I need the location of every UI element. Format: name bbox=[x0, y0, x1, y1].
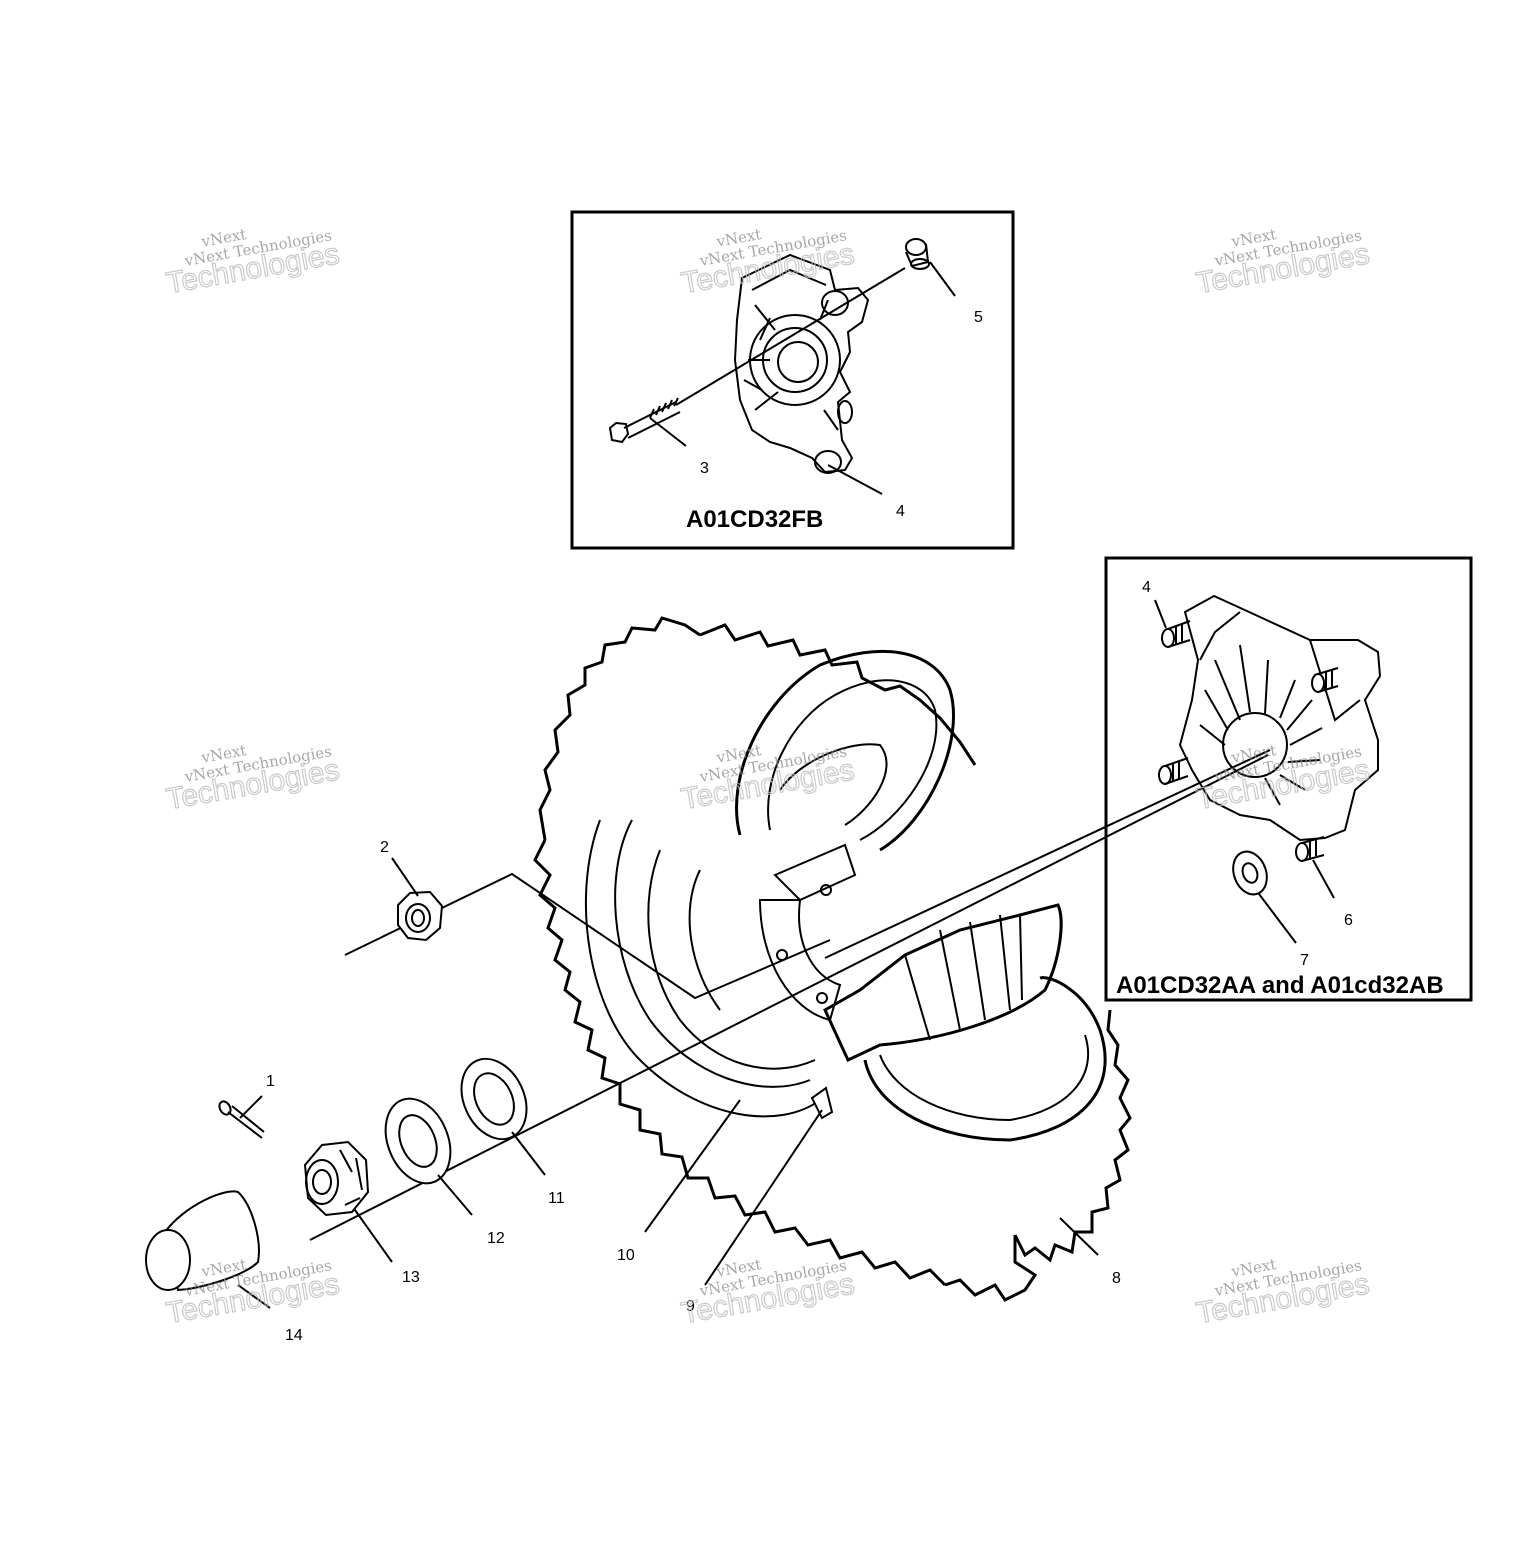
stud bbox=[1295, 836, 1325, 862]
inset-top-axis-line bbox=[675, 267, 906, 406]
rim-back-flange-outer bbox=[863, 976, 1107, 1142]
bolt-3-drawing bbox=[608, 397, 681, 444]
callout-7: 7 bbox=[1300, 952, 1309, 969]
inset-right-label: A01CD32AA and A01cd32AB bbox=[1116, 972, 1444, 999]
wheel-assembly bbox=[309, 616, 1271, 1302]
callout-11: 11 bbox=[548, 1190, 565, 1207]
hub-cap-14-drawing bbox=[145, 1190, 260, 1292]
nut-5-drawing bbox=[905, 238, 930, 270]
watermark: vNext vNext Technologies Technologies bbox=[1193, 225, 1372, 301]
rim-upper-flange-outer bbox=[735, 649, 955, 852]
leader-13 bbox=[354, 1209, 393, 1263]
callout-6: 6 bbox=[1344, 912, 1353, 929]
hub-studs-drawing bbox=[1158, 594, 1382, 862]
leader-4b bbox=[1154, 599, 1167, 629]
leader-2 bbox=[391, 857, 419, 897]
stud bbox=[1158, 757, 1189, 785]
inset-right: 4 6 7 A01CD32AA and A01cd32AB bbox=[1104, 556, 1473, 1002]
callout-5: 5 bbox=[974, 309, 983, 326]
tire-sidewall bbox=[584, 819, 821, 1118]
washer-12-drawing bbox=[384, 1097, 452, 1185]
washer-11-drawing bbox=[460, 1057, 528, 1141]
leader-5 bbox=[929, 261, 956, 297]
inset-top-label: A01CD32FB bbox=[686, 506, 823, 533]
rim-outer-ring bbox=[614, 819, 811, 1088]
rim-dish bbox=[688, 869, 721, 1011]
leader-7 bbox=[1258, 893, 1297, 944]
rim-inner-ring bbox=[647, 849, 816, 1070]
hub-hole bbox=[820, 884, 832, 896]
inset-right-frame bbox=[1104, 556, 1473, 1002]
tire-tread-outline bbox=[533, 616, 1132, 1287]
callout-3: 3 bbox=[700, 460, 709, 477]
watermark: vNext vNext Technologies Technologies bbox=[1193, 1255, 1372, 1331]
lock-nut-7-drawing bbox=[1232, 850, 1268, 896]
leader-12 bbox=[437, 1174, 473, 1216]
valve-stem bbox=[810, 1086, 834, 1120]
inset-top: 3 4 5 A01CD32FB bbox=[570, 210, 1015, 550]
callout-1: 1 bbox=[266, 1073, 275, 1090]
callout-2: 2 bbox=[380, 839, 389, 856]
rim-lower-ribs bbox=[904, 914, 1023, 1041]
cotter-pin-1-drawing bbox=[218, 1100, 265, 1139]
leader-6 bbox=[1312, 859, 1335, 899]
watermark: vNext vNext Technologies Technologies bbox=[678, 741, 857, 817]
callout-4-top: 4 bbox=[896, 503, 905, 520]
main-axle-line bbox=[309, 754, 1269, 1241]
callout-8: 8 bbox=[1112, 1270, 1121, 1287]
tire-tread-bottom bbox=[944, 1235, 1038, 1302]
callout-9: 9 bbox=[686, 1298, 695, 1315]
rim-upper-flange-inner bbox=[767, 679, 938, 841]
watermark: vNext vNext Technologies Technologies bbox=[678, 1255, 857, 1331]
callout-10: 10 bbox=[617, 1247, 635, 1264]
leader-4a bbox=[827, 464, 883, 495]
nut-2-drawing bbox=[397, 890, 444, 942]
watermark: vNext vNext Technologies Technologies bbox=[163, 225, 342, 301]
leader-3 bbox=[649, 417, 687, 447]
leader-9 bbox=[704, 1109, 823, 1286]
watermark: vNext vNext Technologies Technologies bbox=[163, 741, 342, 817]
hub-hole bbox=[816, 992, 828, 1004]
leader-10 bbox=[644, 1099, 741, 1233]
leader-8 bbox=[1059, 1217, 1099, 1256]
callout-13: 13 bbox=[402, 1269, 420, 1286]
stud bbox=[1311, 667, 1339, 693]
rim-upper-curve bbox=[779, 743, 888, 826]
castle-nut-13-drawing bbox=[303, 1140, 370, 1217]
rim-lower-flange bbox=[823, 903, 1063, 1062]
axle-line-upper bbox=[824, 749, 1271, 959]
stud bbox=[1161, 620, 1191, 648]
callout-4-right: 4 bbox=[1142, 579, 1151, 596]
leader-14 bbox=[237, 1284, 271, 1309]
inset-top-frame bbox=[570, 210, 1015, 550]
leader-11 bbox=[511, 1131, 546, 1176]
callout-12: 12 bbox=[487, 1230, 505, 1247]
hub-center bbox=[758, 899, 842, 1022]
rim-back-flange-inner bbox=[879, 1034, 1090, 1122]
callout-14: 14 bbox=[285, 1327, 303, 1344]
hub-tab bbox=[773, 843, 857, 902]
leader-1 bbox=[239, 1095, 263, 1119]
